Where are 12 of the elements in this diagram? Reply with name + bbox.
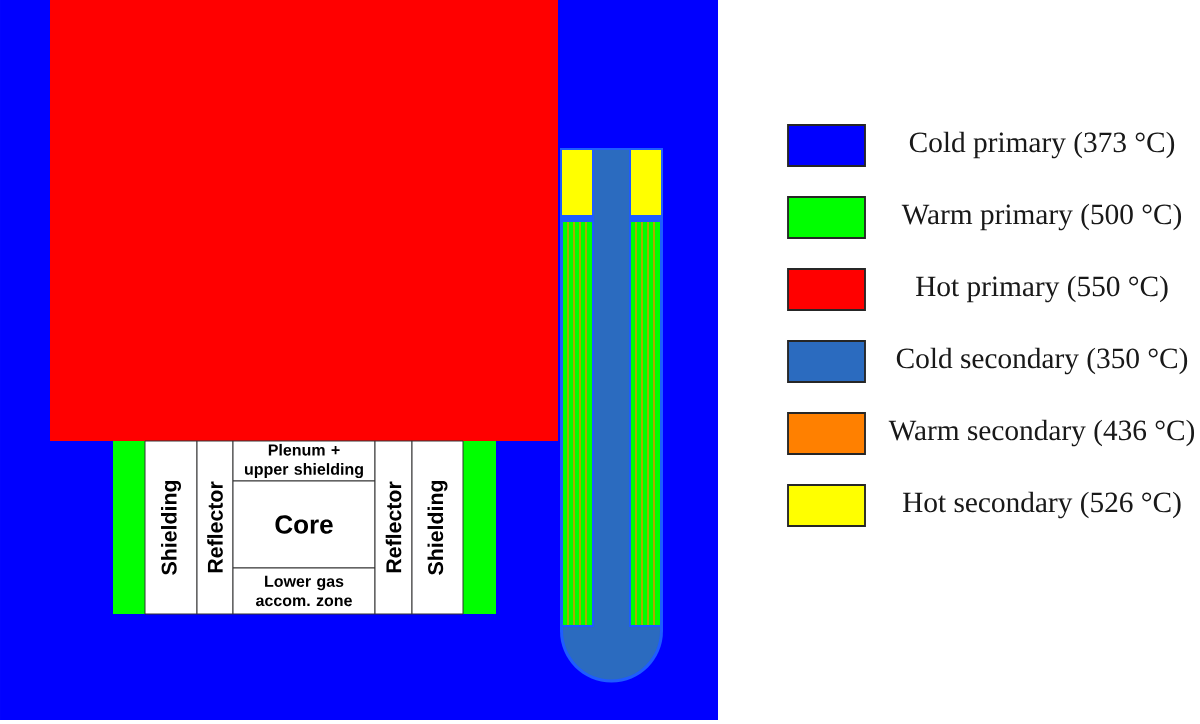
zone-box: Reflector xyxy=(196,440,234,615)
legend-label: Cold primary (373 °C) xyxy=(909,131,1175,159)
legend-label: Warm primary (500 °C) xyxy=(901,203,1182,231)
legend-label: Hot secondary (526 °C) xyxy=(902,491,1181,519)
zone-box: Plenum + upper shielding xyxy=(232,440,376,482)
zone-box: Shielding xyxy=(144,440,198,615)
legend-label: Hot primary (550 °C) xyxy=(916,275,1168,303)
zone-box: Lower gas accom. zone xyxy=(232,567,376,615)
zone-box: Shielding xyxy=(411,440,464,615)
legend-label: Cold secondary (350 °C) xyxy=(896,347,1188,375)
zone-box: Reflector xyxy=(374,440,413,615)
legend-label: Warm secondary (436 °C) xyxy=(888,419,1195,447)
